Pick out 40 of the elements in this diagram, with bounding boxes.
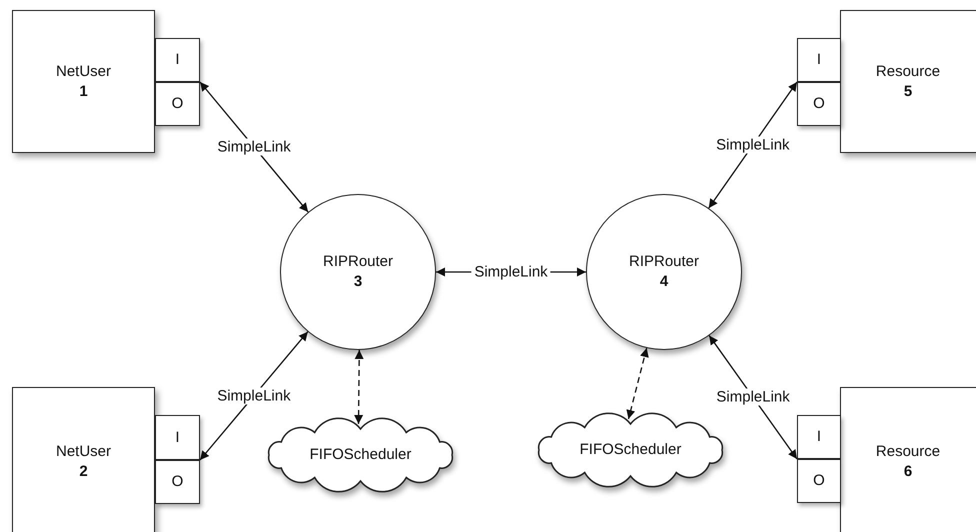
arrow bbox=[200, 82, 309, 212]
component-box bbox=[840, 387, 976, 532]
port-box bbox=[155, 460, 200, 504]
port-label: I bbox=[816, 50, 822, 70]
component-box bbox=[12, 387, 155, 532]
node-label: Resource bbox=[876, 442, 940, 462]
node-number: 6 bbox=[904, 462, 912, 482]
node-label: NetUser bbox=[56, 62, 111, 82]
node-label: NetUser bbox=[56, 442, 111, 462]
node-number: 5 bbox=[904, 82, 912, 102]
node-label: FIFOScheduler bbox=[310, 445, 412, 465]
edge-label: SimpleLink bbox=[471, 264, 551, 280]
port-label: O bbox=[172, 94, 184, 114]
port-box bbox=[797, 38, 841, 82]
port-label: I bbox=[816, 427, 822, 447]
arrow bbox=[708, 82, 798, 208]
node-number: 3 bbox=[354, 272, 362, 292]
dashed-arrow bbox=[626, 348, 649, 420]
arrow bbox=[200, 331, 308, 460]
component-box bbox=[840, 10, 976, 153]
port-label: O bbox=[813, 471, 825, 491]
port-box bbox=[155, 415, 200, 460]
node-label: RIPRouter bbox=[322, 252, 394, 272]
port-label: I bbox=[175, 50, 180, 70]
component-box bbox=[12, 10, 155, 153]
node-label: RIPRouter bbox=[628, 252, 700, 272]
port-box bbox=[797, 82, 841, 126]
port-box bbox=[797, 459, 841, 503]
node-number: 2 bbox=[79, 462, 88, 482]
node-number: 4 bbox=[660, 272, 668, 292]
port-box bbox=[155, 38, 200, 82]
node-number: 1 bbox=[79, 82, 88, 102]
port-box bbox=[155, 82, 200, 126]
port-label: I bbox=[175, 428, 180, 448]
dashed-arrow bbox=[354, 350, 364, 424]
port-label: O bbox=[813, 94, 825, 114]
node-label: FIFOScheduler bbox=[580, 440, 682, 460]
port-label: O bbox=[172, 472, 184, 492]
port-box bbox=[797, 415, 841, 459]
node-label: Resource bbox=[876, 62, 940, 82]
